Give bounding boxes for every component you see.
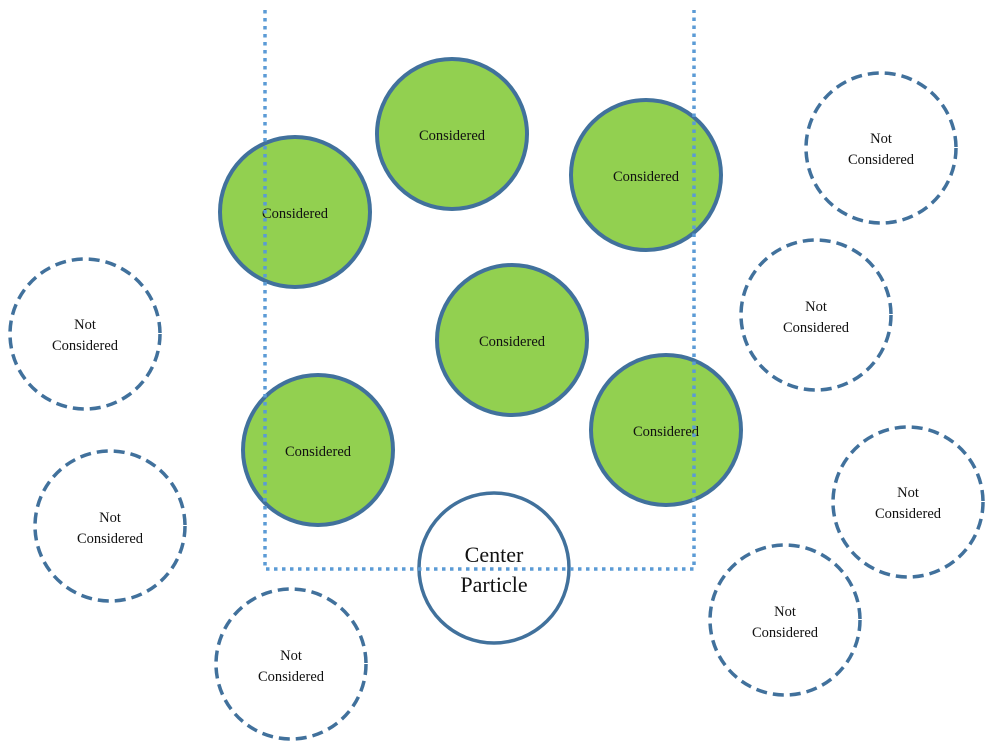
center-particle-label-line2: Particle xyxy=(460,572,527,597)
not-considered-label-line2: Considered xyxy=(848,152,915,168)
considered-particle: Considered xyxy=(435,263,589,417)
considered-particle: Considered xyxy=(241,373,395,527)
not-considered-label-line1: Not xyxy=(74,317,96,333)
considered-label: Considered xyxy=(613,169,680,185)
center-particle: Center Particle xyxy=(417,491,571,645)
not-considered-label-line2: Considered xyxy=(783,320,850,336)
considered-particle: Considered xyxy=(569,98,723,252)
not-considered-particle: Not Considered xyxy=(33,449,187,603)
not-considered-particle: Not Considered xyxy=(804,71,958,225)
not-considered-label-line1: Not xyxy=(99,510,121,526)
not-considered-label-line1: Not xyxy=(897,485,919,501)
considered-label: Considered xyxy=(419,128,486,144)
considered-particle: Considered xyxy=(375,57,529,211)
considered-label: Considered xyxy=(633,424,700,440)
not-considered-label-line2: Considered xyxy=(875,506,942,522)
considered-label: Considered xyxy=(262,206,329,222)
not-considered-label-line2: Considered xyxy=(752,625,819,641)
not-considered-particle: Not Considered xyxy=(8,257,162,411)
not-considered-label-line1: Not xyxy=(280,648,302,664)
center-particle-label-line1: Center xyxy=(465,542,524,567)
not-considered-label-line2: Considered xyxy=(258,669,325,685)
not-considered-particle: Not Considered xyxy=(214,587,368,741)
not-considered-particle: Not Considered xyxy=(831,425,985,579)
not-considered-particle: Not Considered xyxy=(739,238,893,392)
not-considered-label-line1: Not xyxy=(774,604,796,620)
not-considered-label-line2: Considered xyxy=(77,531,144,547)
considered-particle: Considered xyxy=(589,353,743,507)
not-considered-label-line2: Considered xyxy=(52,338,119,354)
considered-label: Considered xyxy=(479,334,546,350)
considered-label: Considered xyxy=(285,444,352,460)
not-considered-particle: Not Considered xyxy=(708,543,862,697)
search-region-border xyxy=(263,10,696,571)
not-considered-label-line1: Not xyxy=(870,131,892,147)
considered-particle: Considered xyxy=(218,135,372,289)
not-considered-label-line1: Not xyxy=(805,299,827,315)
